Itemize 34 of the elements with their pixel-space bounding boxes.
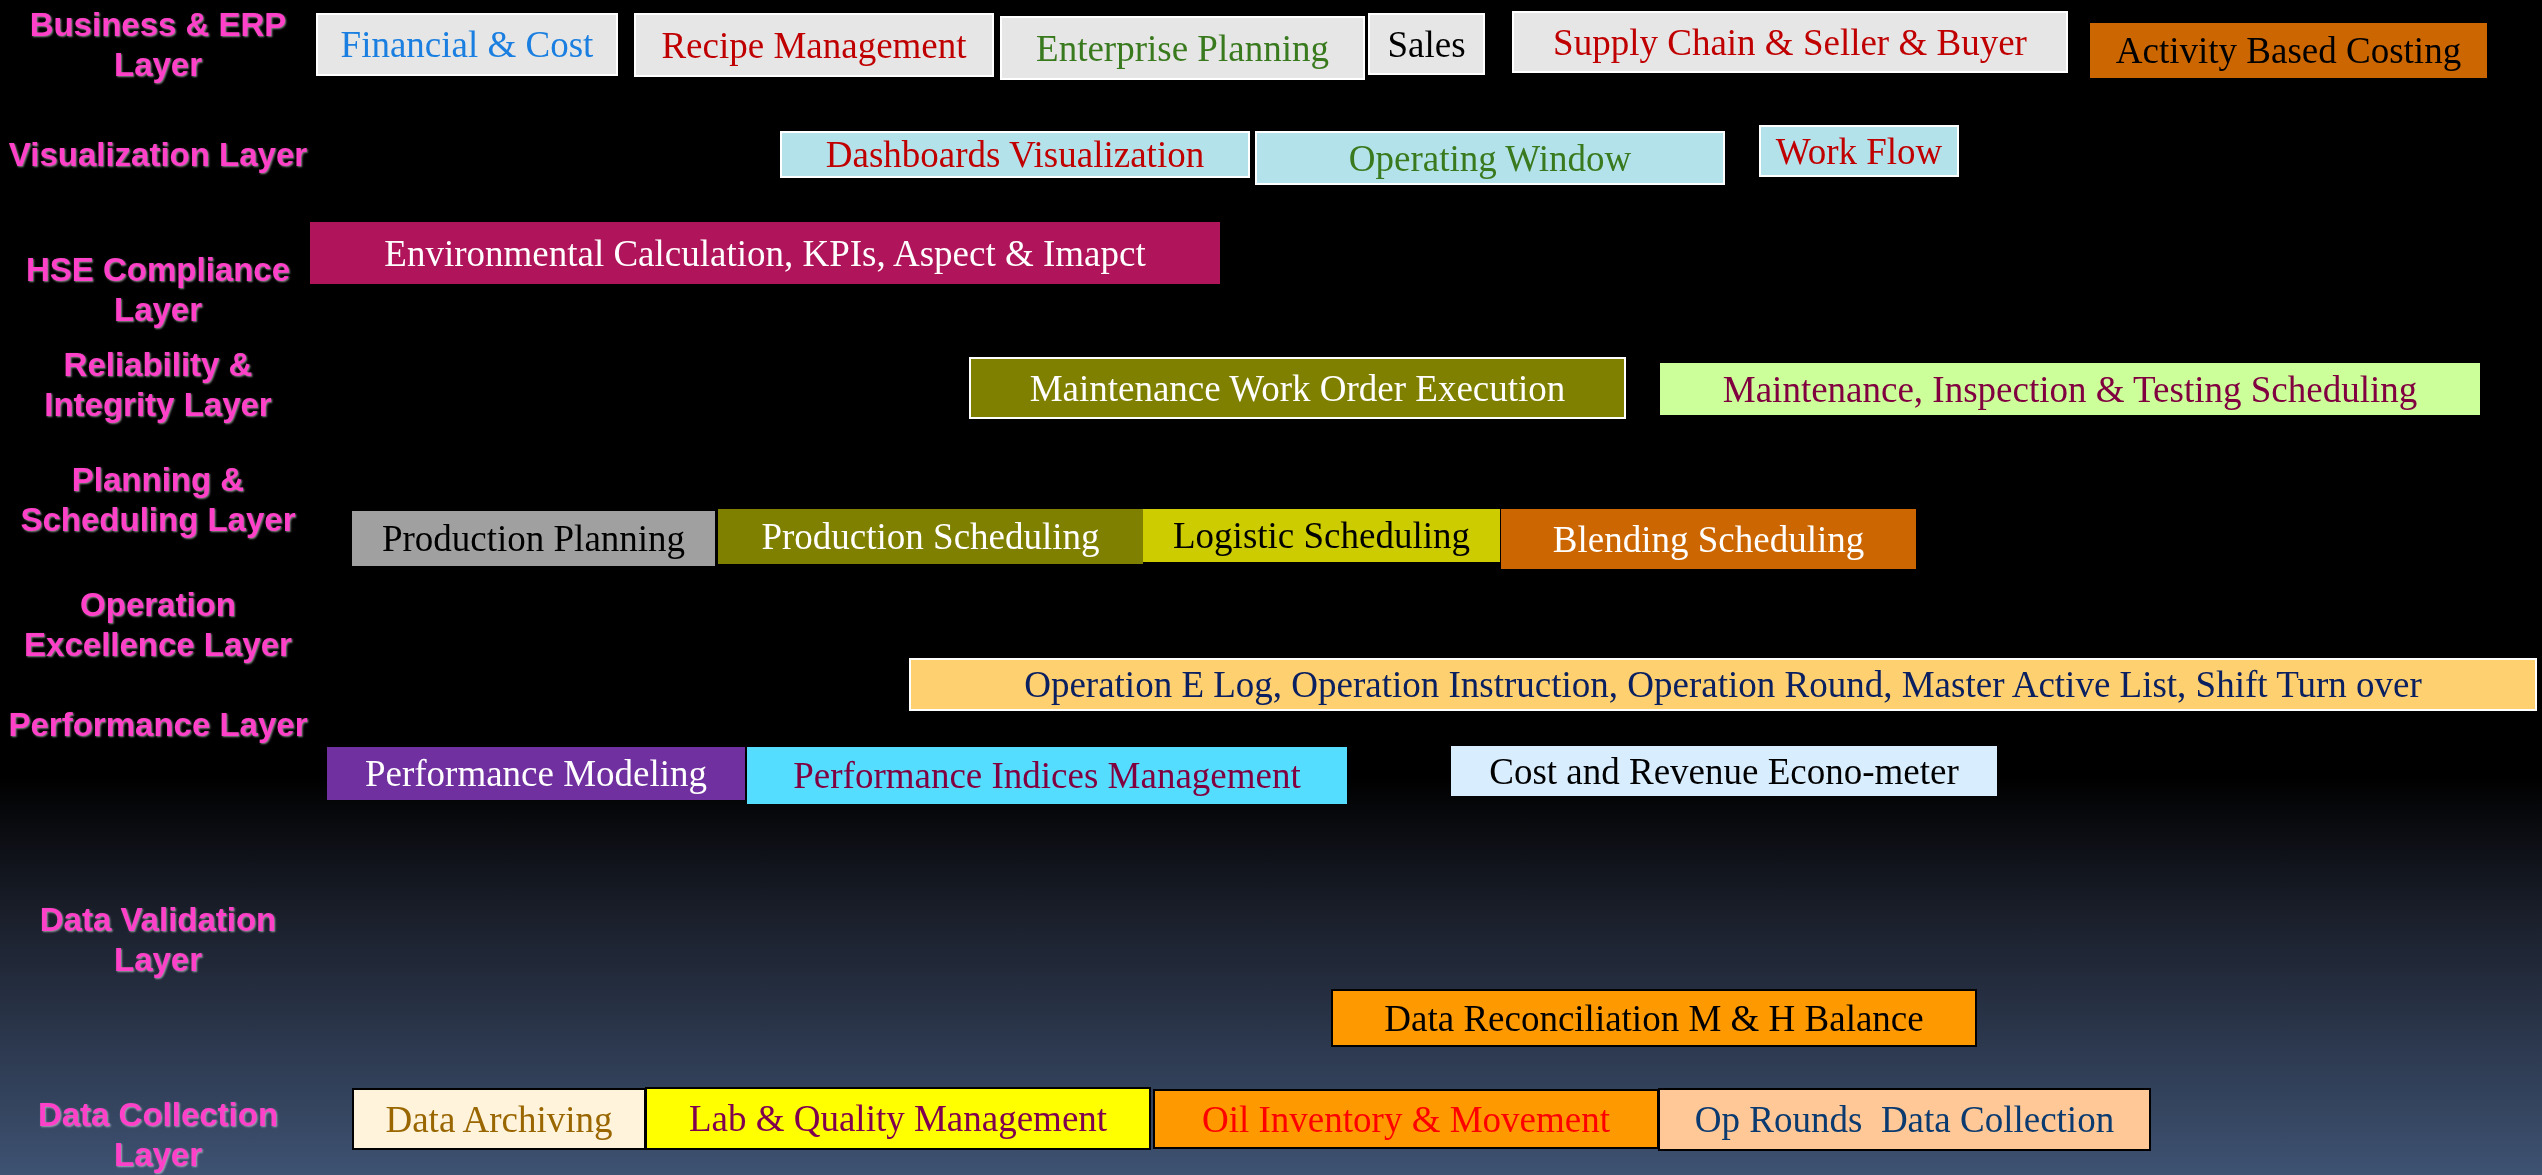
module-box: Performance Modeling <box>327 747 745 800</box>
module-box: Recipe Management <box>634 13 994 77</box>
layer-label: Operation Excellence Layer <box>23 585 293 665</box>
module-box: Activity Based Costing <box>2090 23 2487 78</box>
layer-label: Reliability & Integrity Layer <box>43 345 273 425</box>
module-box: Oil Inventory & Movement <box>1153 1089 1659 1149</box>
layer-label: Data Collection Layer <box>36 1095 280 1175</box>
module-box: Operation E Log, Operation Instruction, Operation Round, Master Active List, Shift Turn over <box>909 658 2537 711</box>
module-box: Blending Scheduling <box>1501 509 1916 569</box>
layer-label: Visualization Layer <box>7 135 309 175</box>
module-box: Data Reconciliation M & H Balance <box>1331 989 1977 1047</box>
module-box: Performance Indices Management <box>747 747 1347 804</box>
module-box: Environmental Calculation, KPIs, Aspect & Imapct <box>310 222 1220 284</box>
layer-label: Data Validation Layer <box>38 900 278 980</box>
module-box: Work Flow <box>1759 125 1959 177</box>
module-box: Supply Chain & Seller & Buyer <box>1512 11 2068 73</box>
module-box: Data Archiving <box>352 1088 646 1150</box>
module-box: Production Planning <box>352 511 715 566</box>
layer-label: Planning & Scheduling Layer <box>19 460 297 540</box>
module-box: Dashboards Visualization <box>780 131 1250 178</box>
module-box: Production Scheduling <box>718 509 1143 564</box>
module-box: Sales <box>1368 13 1485 75</box>
module-box: Enterprise Planning <box>1000 16 1365 80</box>
module-box: Logistic Scheduling <box>1143 509 1500 562</box>
module-box: Maintenance Work Order Execution <box>969 357 1626 419</box>
layer-label: HSE Compliance Layer <box>24 250 292 330</box>
module-box: Lab & Quality Management <box>645 1087 1151 1150</box>
module-box: Maintenance, Inspection & Testing Scheduling <box>1660 363 2480 415</box>
module-box: Op Rounds Data Collection <box>1658 1088 2151 1151</box>
layer-label: Performance Layer <box>7 705 309 745</box>
module-box: Operating Window <box>1255 131 1725 185</box>
module-box: Cost and Revenue Econo-meter <box>1451 746 1997 796</box>
module-box: Financial & Cost <box>316 13 618 76</box>
layer-label: Business & ERP Layer <box>28 5 288 85</box>
